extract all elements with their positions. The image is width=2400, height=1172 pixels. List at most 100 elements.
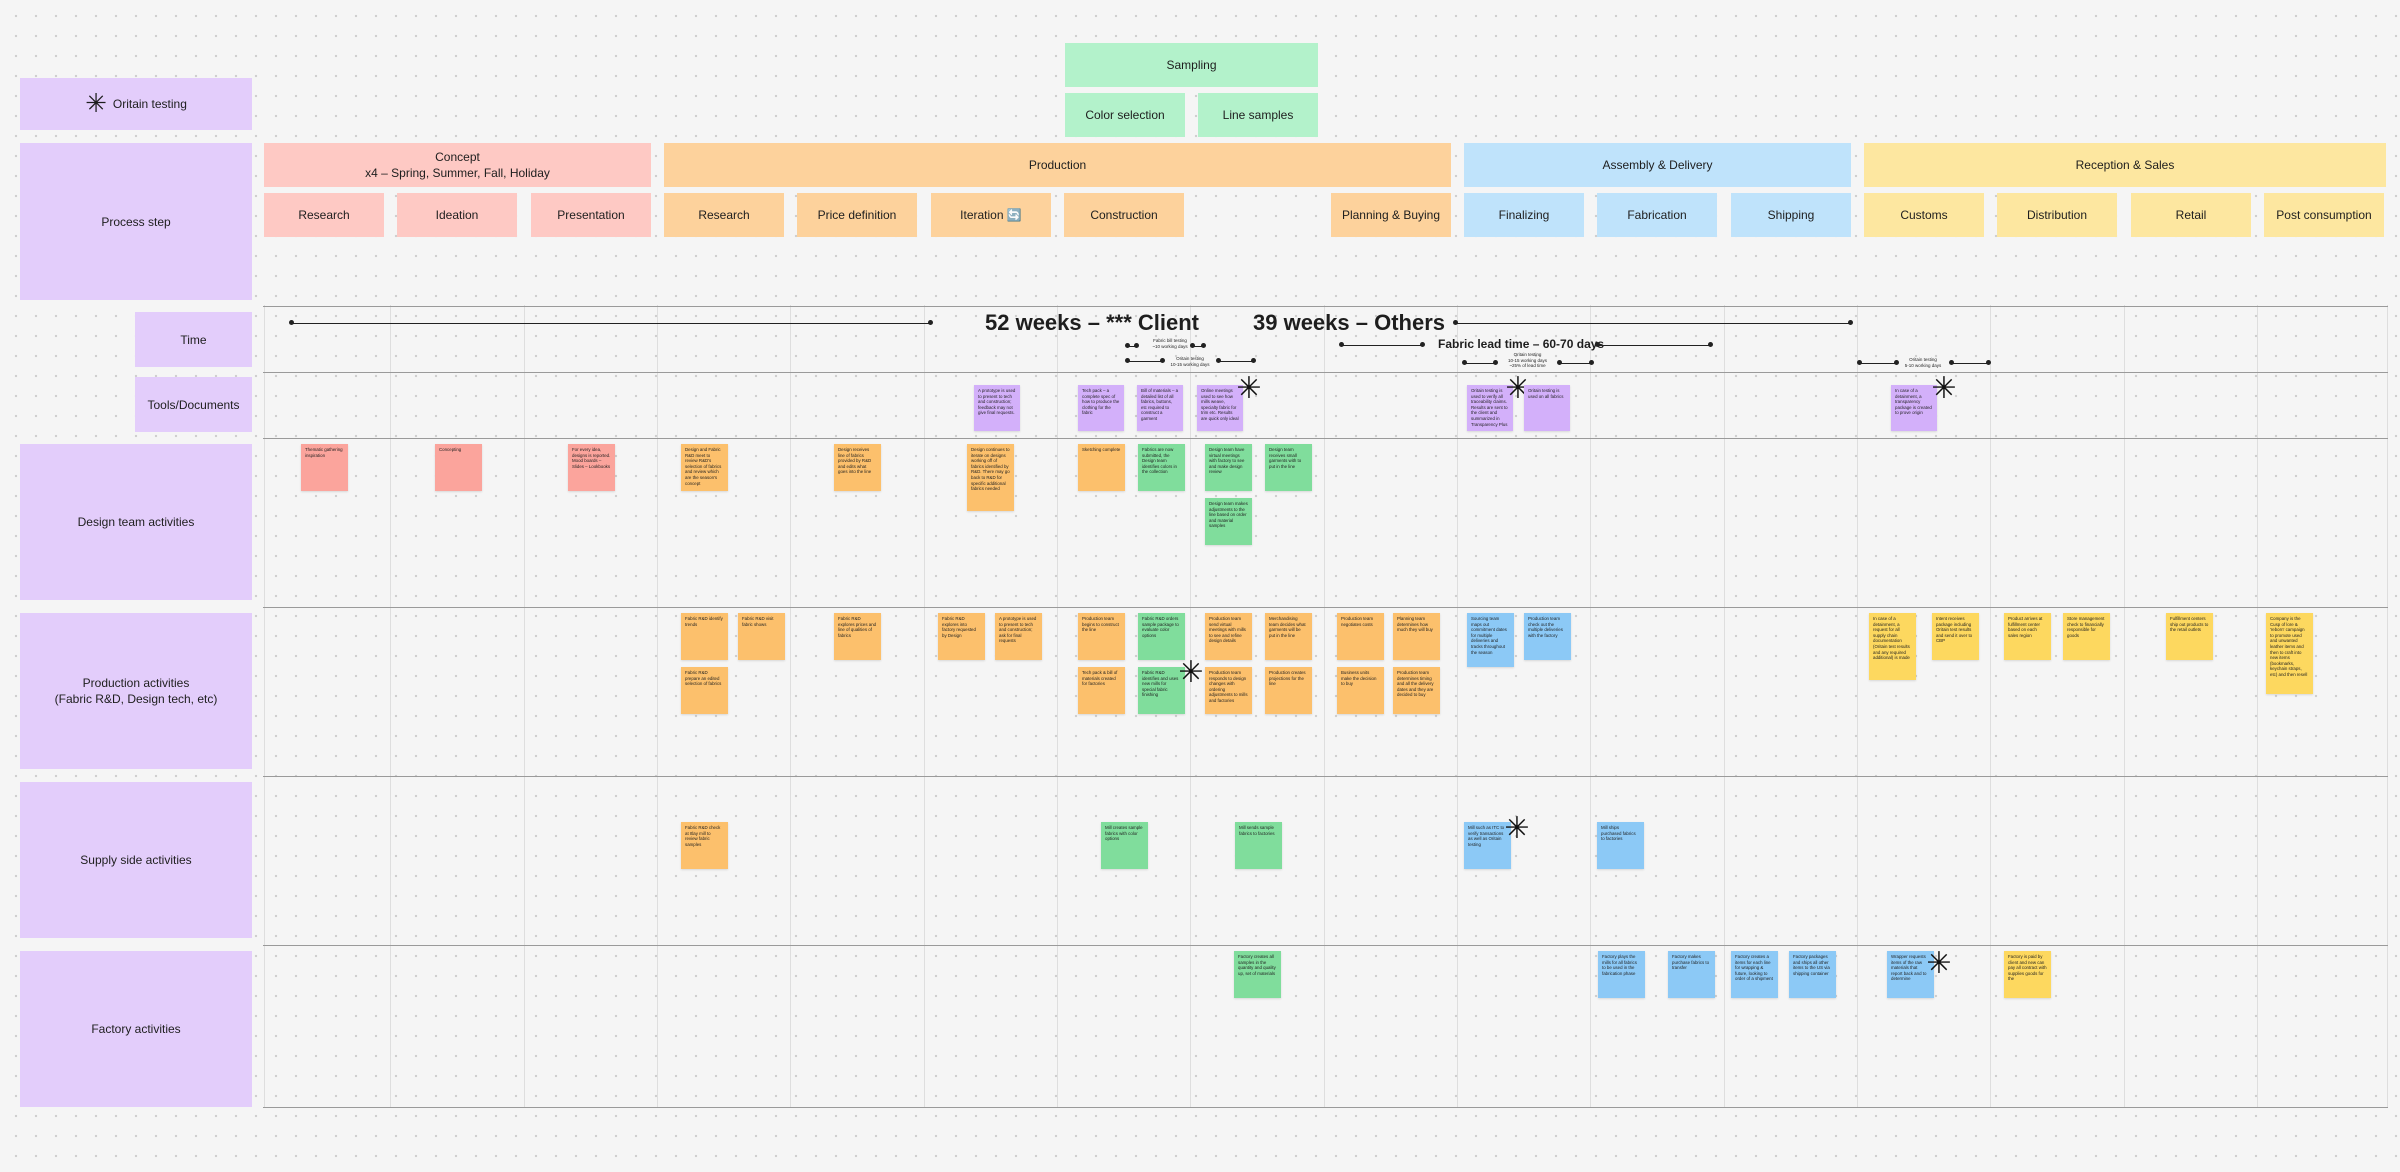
sticky-note[interactable]: For every idea, designs is reported. Moo… bbox=[568, 444, 615, 491]
timeline-arrow bbox=[1453, 320, 1853, 325]
sticky-note[interactable]: Mill sends sample fabrics to factories bbox=[1235, 822, 1282, 869]
sticky-note[interactable]: Fabric R&D prepare an edited selection o… bbox=[681, 667, 728, 714]
color-selection-step: Color selection bbox=[1065, 93, 1185, 137]
column-divider bbox=[264, 305, 265, 1107]
sticky-note[interactable]: Fabric R&D identifies and uses new mills… bbox=[1138, 667, 1185, 714]
sticky-note[interactable]: Company is the Cusp of lore & 'reborn' c… bbox=[2266, 613, 2313, 694]
phase-assembly-delivery: Assembly & Delivery bbox=[1464, 143, 1851, 187]
sticky-note[interactable]: Fabric R&D visit fabric shows bbox=[738, 613, 785, 660]
sticky-note[interactable]: Design team have virtual meetings with f… bbox=[1205, 444, 1252, 491]
timeline-arrow bbox=[1595, 342, 1713, 347]
sticky-note[interactable]: Factory packages and ships all other ite… bbox=[1789, 951, 1836, 998]
sticky-note[interactable]: Design continues to iterate on designs w… bbox=[967, 444, 1014, 511]
sticky-note[interactable]: Fabric R&D orders sample package to eval… bbox=[1138, 613, 1185, 660]
step-planning-buying: Planning & Buying bbox=[1331, 193, 1451, 237]
sticky-note[interactable]: Design and Fabric R&D meet to review R&D… bbox=[681, 444, 728, 491]
oritain-testing-icon: ✳ bbox=[1931, 371, 1957, 406]
row-divider bbox=[263, 372, 2388, 373]
sticky-note[interactable]: Oritain testing is used to verify all tr… bbox=[1467, 385, 1513, 431]
timeline-arrow bbox=[1857, 360, 1899, 365]
sticky-note[interactable]: Factory creates a items for each line fo… bbox=[1731, 951, 1778, 998]
timeline-arrow bbox=[1125, 343, 1139, 348]
column-divider bbox=[1990, 305, 1991, 1107]
sticky-note[interactable]: Fabric R&D explores into factory request… bbox=[938, 613, 985, 660]
sticky-note[interactable]: Production team responds to design chang… bbox=[1205, 667, 1252, 714]
oritain-testing-label-2: Oritain testing 10-15 working days ~25% … bbox=[1507, 352, 1548, 368]
sticky-note[interactable]: Factory makes purchase fabrics to transf… bbox=[1668, 951, 1715, 998]
sticky-note[interactable]: Design team receives small garments with… bbox=[1265, 444, 1312, 491]
row-label-production: Production activities (Fabric R&D, Desig… bbox=[20, 613, 252, 769]
column-divider bbox=[524, 305, 525, 1107]
sticky-note[interactable]: Factory plays the mills for all fabrics … bbox=[1598, 951, 1645, 998]
sticky-note[interactable]: Mill ships purchased fabrics to factorie… bbox=[1597, 822, 1644, 869]
sticky-note[interactable]: Mill creates sample fabrics with color o… bbox=[1101, 822, 1148, 869]
oritain-testing-legend: ✳ Oritain testing bbox=[20, 78, 252, 130]
sticky-note[interactable]: Fabrics are now submitted, the Design te… bbox=[1138, 444, 1185, 491]
sticky-note[interactable]: Planning team determines how much they w… bbox=[1393, 613, 1440, 660]
sticky-note[interactable]: Oritain testing is used on all fabrics bbox=[1524, 385, 1570, 431]
column-divider bbox=[2387, 305, 2388, 1107]
sticky-note[interactable]: In case of a detainment, a request for a… bbox=[1869, 613, 1916, 680]
sticky-note[interactable]: Product arrives at fulfillment center ba… bbox=[2004, 613, 2051, 660]
sticky-note[interactable]: Production team check out the multiple d… bbox=[1524, 613, 1571, 660]
sticky-note[interactable]: A prototype is used to present to tech a… bbox=[995, 613, 1042, 660]
sticky-note[interactable]: Sketching complete bbox=[1078, 444, 1125, 491]
sticky-note[interactable]: Production team send virtual meetings wi… bbox=[1205, 613, 1252, 660]
row-divider bbox=[263, 1107, 2388, 1108]
sticky-note[interactable]: Tech pack – a complete spec of how to pr… bbox=[1078, 385, 1124, 431]
row-label-time: Time bbox=[135, 312, 252, 367]
sticky-note[interactable]: Sourcing team maps out commitment dates … bbox=[1467, 613, 1514, 667]
sticky-note[interactable]: Merchandising team decides what garments… bbox=[1265, 613, 1312, 660]
sticky-note[interactable]: Fulfillment centers ship out products to… bbox=[2166, 613, 2213, 660]
sticky-note[interactable]: A prototype is used to present to tech a… bbox=[974, 385, 1020, 431]
step-research-concept: Research bbox=[264, 193, 384, 237]
step-customs: Customs bbox=[1864, 193, 1984, 237]
sticky-note[interactable]: Fabric R&D check at Itlay mill to review… bbox=[681, 822, 728, 869]
fabric-bill-testing-label: Fabric bill testing ~10 working days bbox=[1152, 338, 1188, 349]
sampling-header: Sampling bbox=[1065, 43, 1318, 87]
sticky-note[interactable]: Wrapper requests items of the raw materi… bbox=[1887, 951, 1934, 998]
row-label-design: Design team activities bbox=[20, 444, 252, 600]
sticky-note[interactable]: In case of a detainment, a transparency … bbox=[1891, 385, 1937, 431]
sticky-note[interactable]: Production team determines timing and al… bbox=[1393, 667, 1440, 714]
sticky-note[interactable]: Production creates projections for the l… bbox=[1265, 667, 1312, 714]
timeline-arrow bbox=[1125, 358, 1165, 363]
column-divider bbox=[1724, 305, 1725, 1107]
sticky-note[interactable]: Tech pack & bill of materials created fo… bbox=[1078, 667, 1125, 714]
step-shipping: Shipping bbox=[1731, 193, 1851, 237]
sticky-note[interactable]: Design receives line of fabrics provided… bbox=[834, 444, 881, 491]
sticky-note[interactable]: Production team begins to construct the … bbox=[1078, 613, 1125, 660]
step-research-production: Research bbox=[664, 193, 784, 237]
oritain-testing-label-3: Oritain testing 5-10 working days bbox=[1904, 357, 1942, 368]
sticky-note[interactable]: Thematic gathering inspiration bbox=[301, 444, 348, 491]
sticky-note[interactable]: Design team makes adjustments to the lin… bbox=[1205, 498, 1252, 545]
row-divider bbox=[263, 306, 2388, 307]
line-samples-step: Line samples bbox=[1198, 93, 1318, 137]
timeline-arrow bbox=[1949, 360, 1991, 365]
timeline-arrow bbox=[1216, 358, 1256, 363]
timeline-arrow bbox=[1462, 360, 1498, 365]
timeline-client-label: 52 weeks – *** Client bbox=[985, 310, 1200, 335]
row-divider bbox=[263, 776, 2388, 777]
row-label-process: Process step bbox=[20, 143, 252, 300]
sticky-note[interactable]: Fabric R&D explores prices and line of q… bbox=[834, 613, 881, 660]
sticky-note[interactable]: Online meetings used to see how mills we… bbox=[1197, 385, 1243, 431]
sticky-note[interactable]: Fabric R&D identify trends bbox=[681, 613, 728, 660]
sticky-note[interactable]: Mill such as ITC to verify transactions … bbox=[1464, 822, 1511, 869]
sticky-note[interactable]: Business units make the decision to buy bbox=[1337, 667, 1384, 714]
sticky-note[interactable]: Factory is paid by client and new can pa… bbox=[2004, 951, 2051, 998]
sticky-note[interactable]: Intent receives package including Oritai… bbox=[1932, 613, 1979, 660]
step-presentation: Presentation bbox=[531, 193, 651, 237]
sticky-note[interactable]: Factory creates all samples in the quant… bbox=[1234, 951, 1281, 998]
sticky-note[interactable]: Concepting bbox=[435, 444, 482, 491]
sticky-note[interactable]: Store management check to financially re… bbox=[2063, 613, 2110, 660]
step-finalizing: Finalizing bbox=[1464, 193, 1584, 237]
timeline-arrow bbox=[1557, 360, 1594, 365]
sticky-note[interactable]: Production team negotiates costs bbox=[1337, 613, 1384, 660]
oritain-testing-icon: ✳ bbox=[1504, 811, 1530, 846]
column-divider bbox=[1324, 305, 1325, 1107]
phase-production: Production bbox=[664, 143, 1451, 187]
step-retail: Retail bbox=[2131, 193, 2251, 237]
column-divider bbox=[1590, 305, 1591, 1107]
sticky-note[interactable]: Bill of materials – a detailed list of a… bbox=[1137, 385, 1183, 431]
